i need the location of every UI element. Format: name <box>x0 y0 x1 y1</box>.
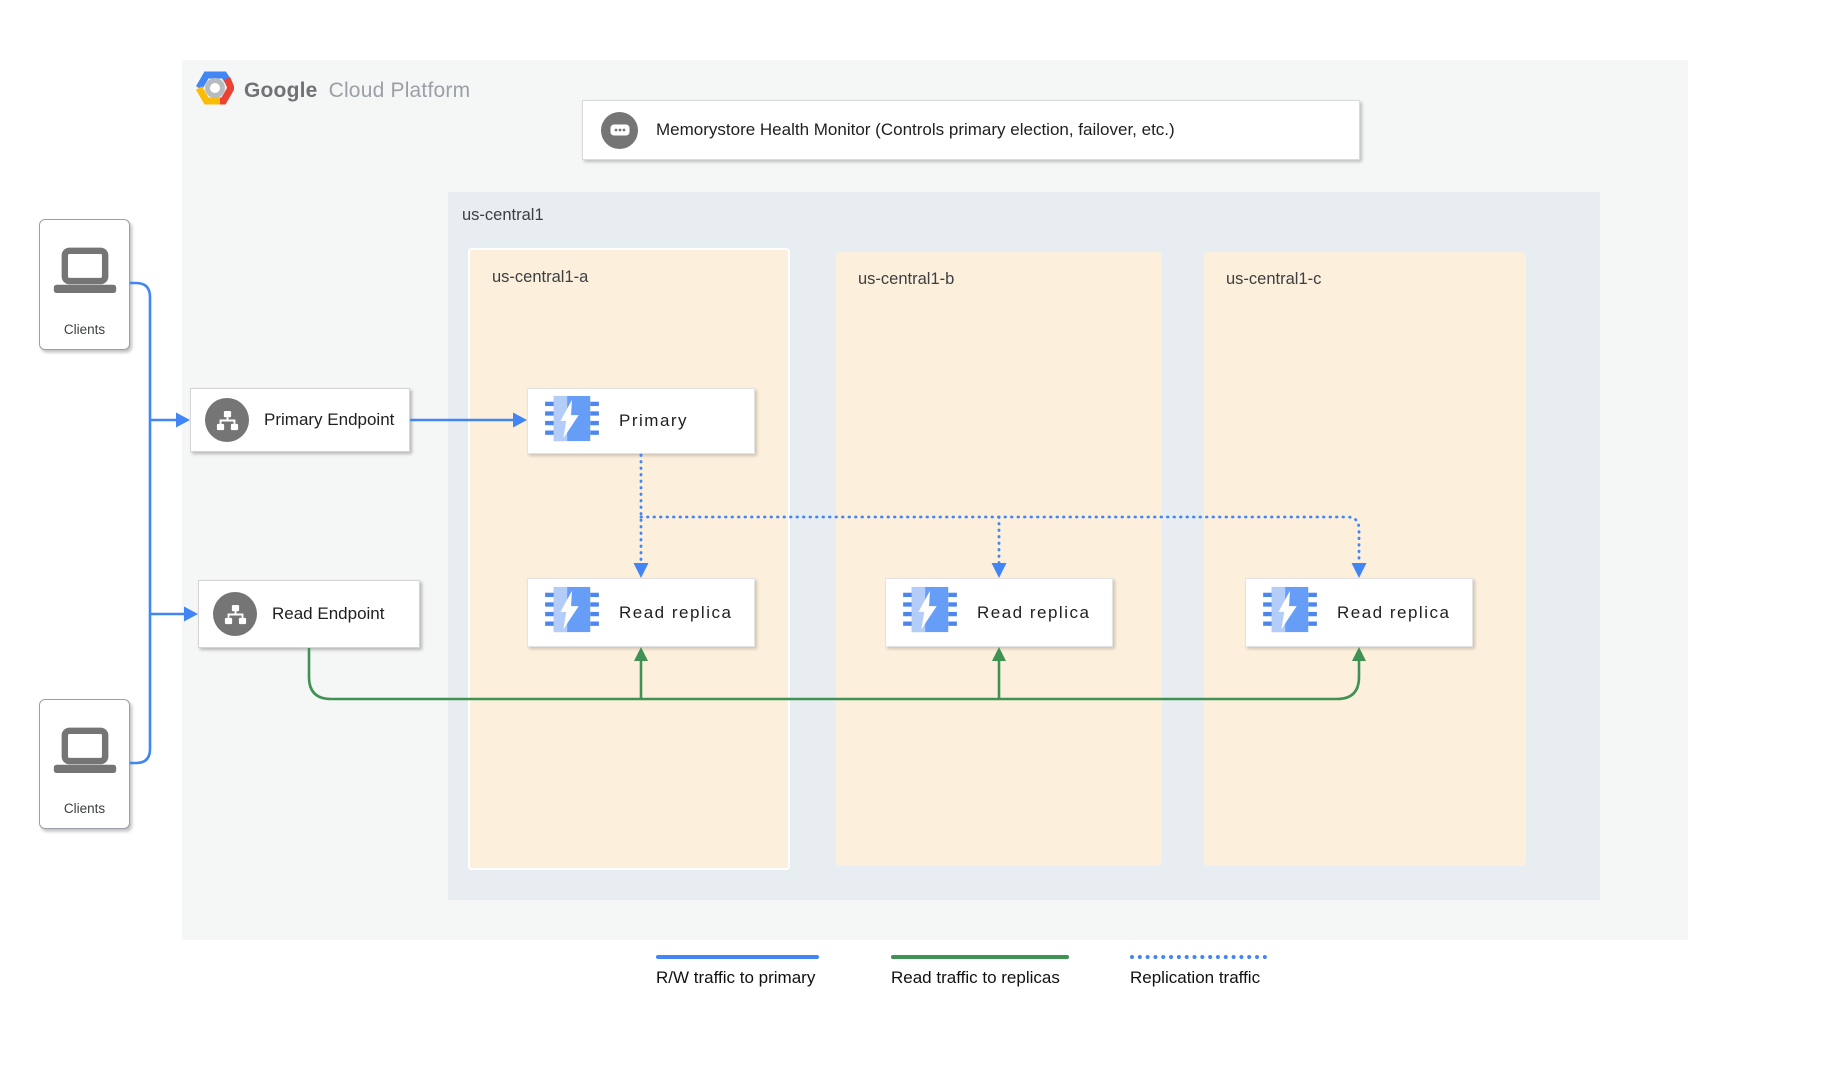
gcp-brand: Google Cloud Platform <box>195 70 470 111</box>
memorystore-icon <box>1263 586 1317 639</box>
primary-endpoint-label: Primary Endpoint <box>264 410 395 429</box>
health-monitor-label: Memorystore Health Monitor (Controls pri… <box>656 120 1175 139</box>
legend-swatch-green-solid <box>891 955 1069 959</box>
zone-us-central1-a: us-central1-a <box>468 248 790 870</box>
brand-google: Google <box>244 78 318 102</box>
chat-ellipsis-icon <box>601 111 638 149</box>
laptop-icon <box>52 246 118 301</box>
read-replica-a-label: Read replica <box>619 602 733 622</box>
zone-us-central1-b: us-central1-b <box>836 252 1162 866</box>
read-replica-a-box: Read replica <box>527 578 755 647</box>
zone-a-label: us-central1-a <box>492 268 589 286</box>
read-replica-c-box: Read replica <box>1245 578 1473 647</box>
clients-box-bottom: Clients <box>39 699 130 829</box>
legend-item-rw-traffic: R/W traffic to primary <box>656 955 819 988</box>
read-replica-b-label: Read replica <box>977 602 1091 622</box>
clients-label: Clients <box>63 801 106 816</box>
read-endpoint-label: Read Endpoint <box>272 604 385 623</box>
brand-cloud-platform: Cloud Platform <box>328 78 471 102</box>
legend-label-read: Read traffic to replicas <box>891 968 1060 987</box>
read-replica-b-box: Read replica <box>885 578 1113 647</box>
primary-node-label: Primary <box>619 411 689 430</box>
laptop-icon <box>52 726 118 781</box>
sitemap-endpoint-icon <box>205 398 249 442</box>
primary-node-box: Primary <box>527 388 755 454</box>
read-endpoint-box: Read Endpoint <box>198 580 420 648</box>
memorystore-icon <box>545 395 599 448</box>
memorystore-icon <box>903 586 957 639</box>
legend-swatch-blue-dotted <box>1130 955 1267 959</box>
health-monitor-box: Memorystore Health Monitor (Controls pri… <box>582 100 1360 160</box>
zone-c-label: us-central1-c <box>1226 270 1322 288</box>
primary-endpoint-box: Primary Endpoint <box>190 388 410 452</box>
legend-label-replication: Replication traffic <box>1130 968 1261 987</box>
gcp-hexagon-logo-icon <box>195 70 235 111</box>
region-label: us-central1 <box>462 206 544 224</box>
gcp-brand-text: Google Cloud Platform <box>244 79 470 103</box>
legend-item-read-traffic: Read traffic to replicas <box>891 955 1069 988</box>
clients-box-top: Clients <box>39 219 130 350</box>
memorystore-icon <box>545 586 599 639</box>
legend-label-rw: R/W traffic to primary <box>656 968 816 987</box>
zone-b-label: us-central1-b <box>858 270 955 288</box>
sitemap-endpoint-icon <box>213 592 257 636</box>
legend-swatch-blue-solid <box>656 955 819 959</box>
clients-trunk-line <box>130 281 152 765</box>
clients-label: Clients <box>63 322 106 337</box>
read-replica-c-label: Read replica <box>1337 602 1451 622</box>
zone-us-central1-c: us-central1-c <box>1204 252 1526 866</box>
legend-item-replication-traffic: Replication traffic <box>1130 955 1267 988</box>
